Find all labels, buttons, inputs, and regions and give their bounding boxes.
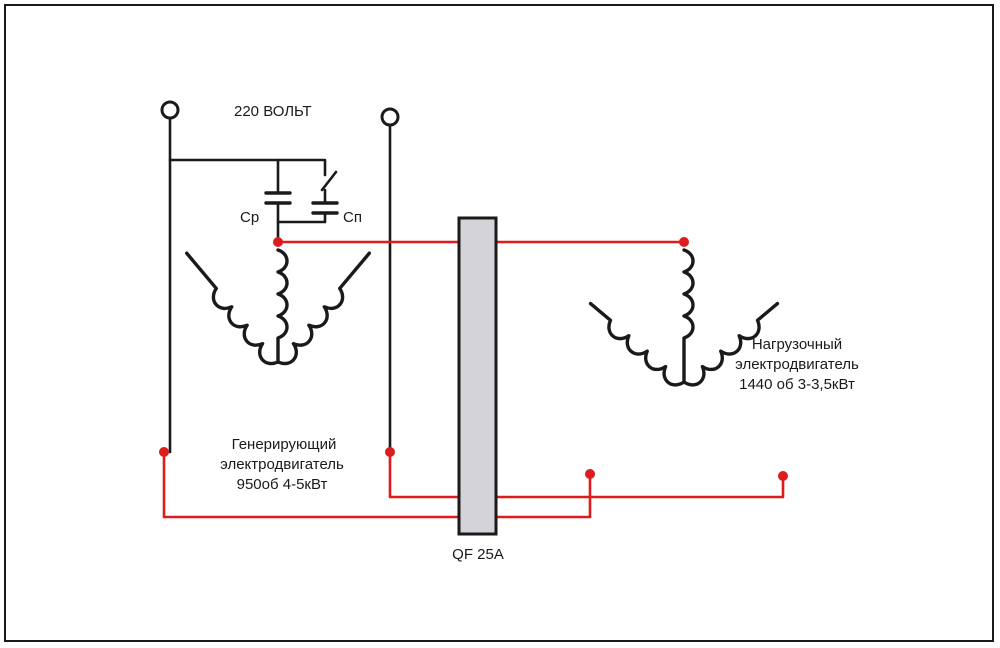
start-switch <box>320 170 338 192</box>
node-capacitor-junction <box>273 237 283 247</box>
capacitor-run-label: Ср <box>240 209 259 226</box>
load-winding-top <box>682 248 695 384</box>
capacitor-bus <box>168 158 327 177</box>
load-label-line2: электродвигатель <box>735 356 859 373</box>
node-load-top <box>679 237 689 247</box>
generator-winding-left <box>185 251 280 366</box>
breaker-label: QF 25A <box>452 546 504 563</box>
supply-terminal-right <box>380 107 400 127</box>
generator-winding-top <box>276 248 289 364</box>
node-load-right <box>778 471 788 481</box>
node-generator-left <box>159 447 169 457</box>
load-winding-left <box>588 301 686 387</box>
capacitor-start-label: Сп <box>343 209 362 226</box>
node-load-left <box>585 469 595 479</box>
load-label-line3: 1440 об 3-3,5кВт <box>739 376 855 393</box>
circuit-breaker <box>457 216 498 536</box>
generator-label-line2: электродвигатель <box>220 456 344 473</box>
supply-terminal-left <box>160 100 180 120</box>
node-generator-right <box>385 447 395 457</box>
capacitor-start-wire-bottom <box>276 211 327 224</box>
load-winding-right <box>682 301 780 387</box>
power-wire-load-right <box>590 476 785 499</box>
voltage-label: 220 ВОЛЬТ <box>234 103 312 120</box>
generator-winding-right <box>276 251 371 366</box>
generator-label-line3: 950об 4-5кВт <box>237 476 328 493</box>
power-wire-bottom <box>162 452 592 519</box>
generator-label-line1: Генерирующий <box>232 436 337 453</box>
load-label-line1: Нагрузочный <box>752 336 842 353</box>
